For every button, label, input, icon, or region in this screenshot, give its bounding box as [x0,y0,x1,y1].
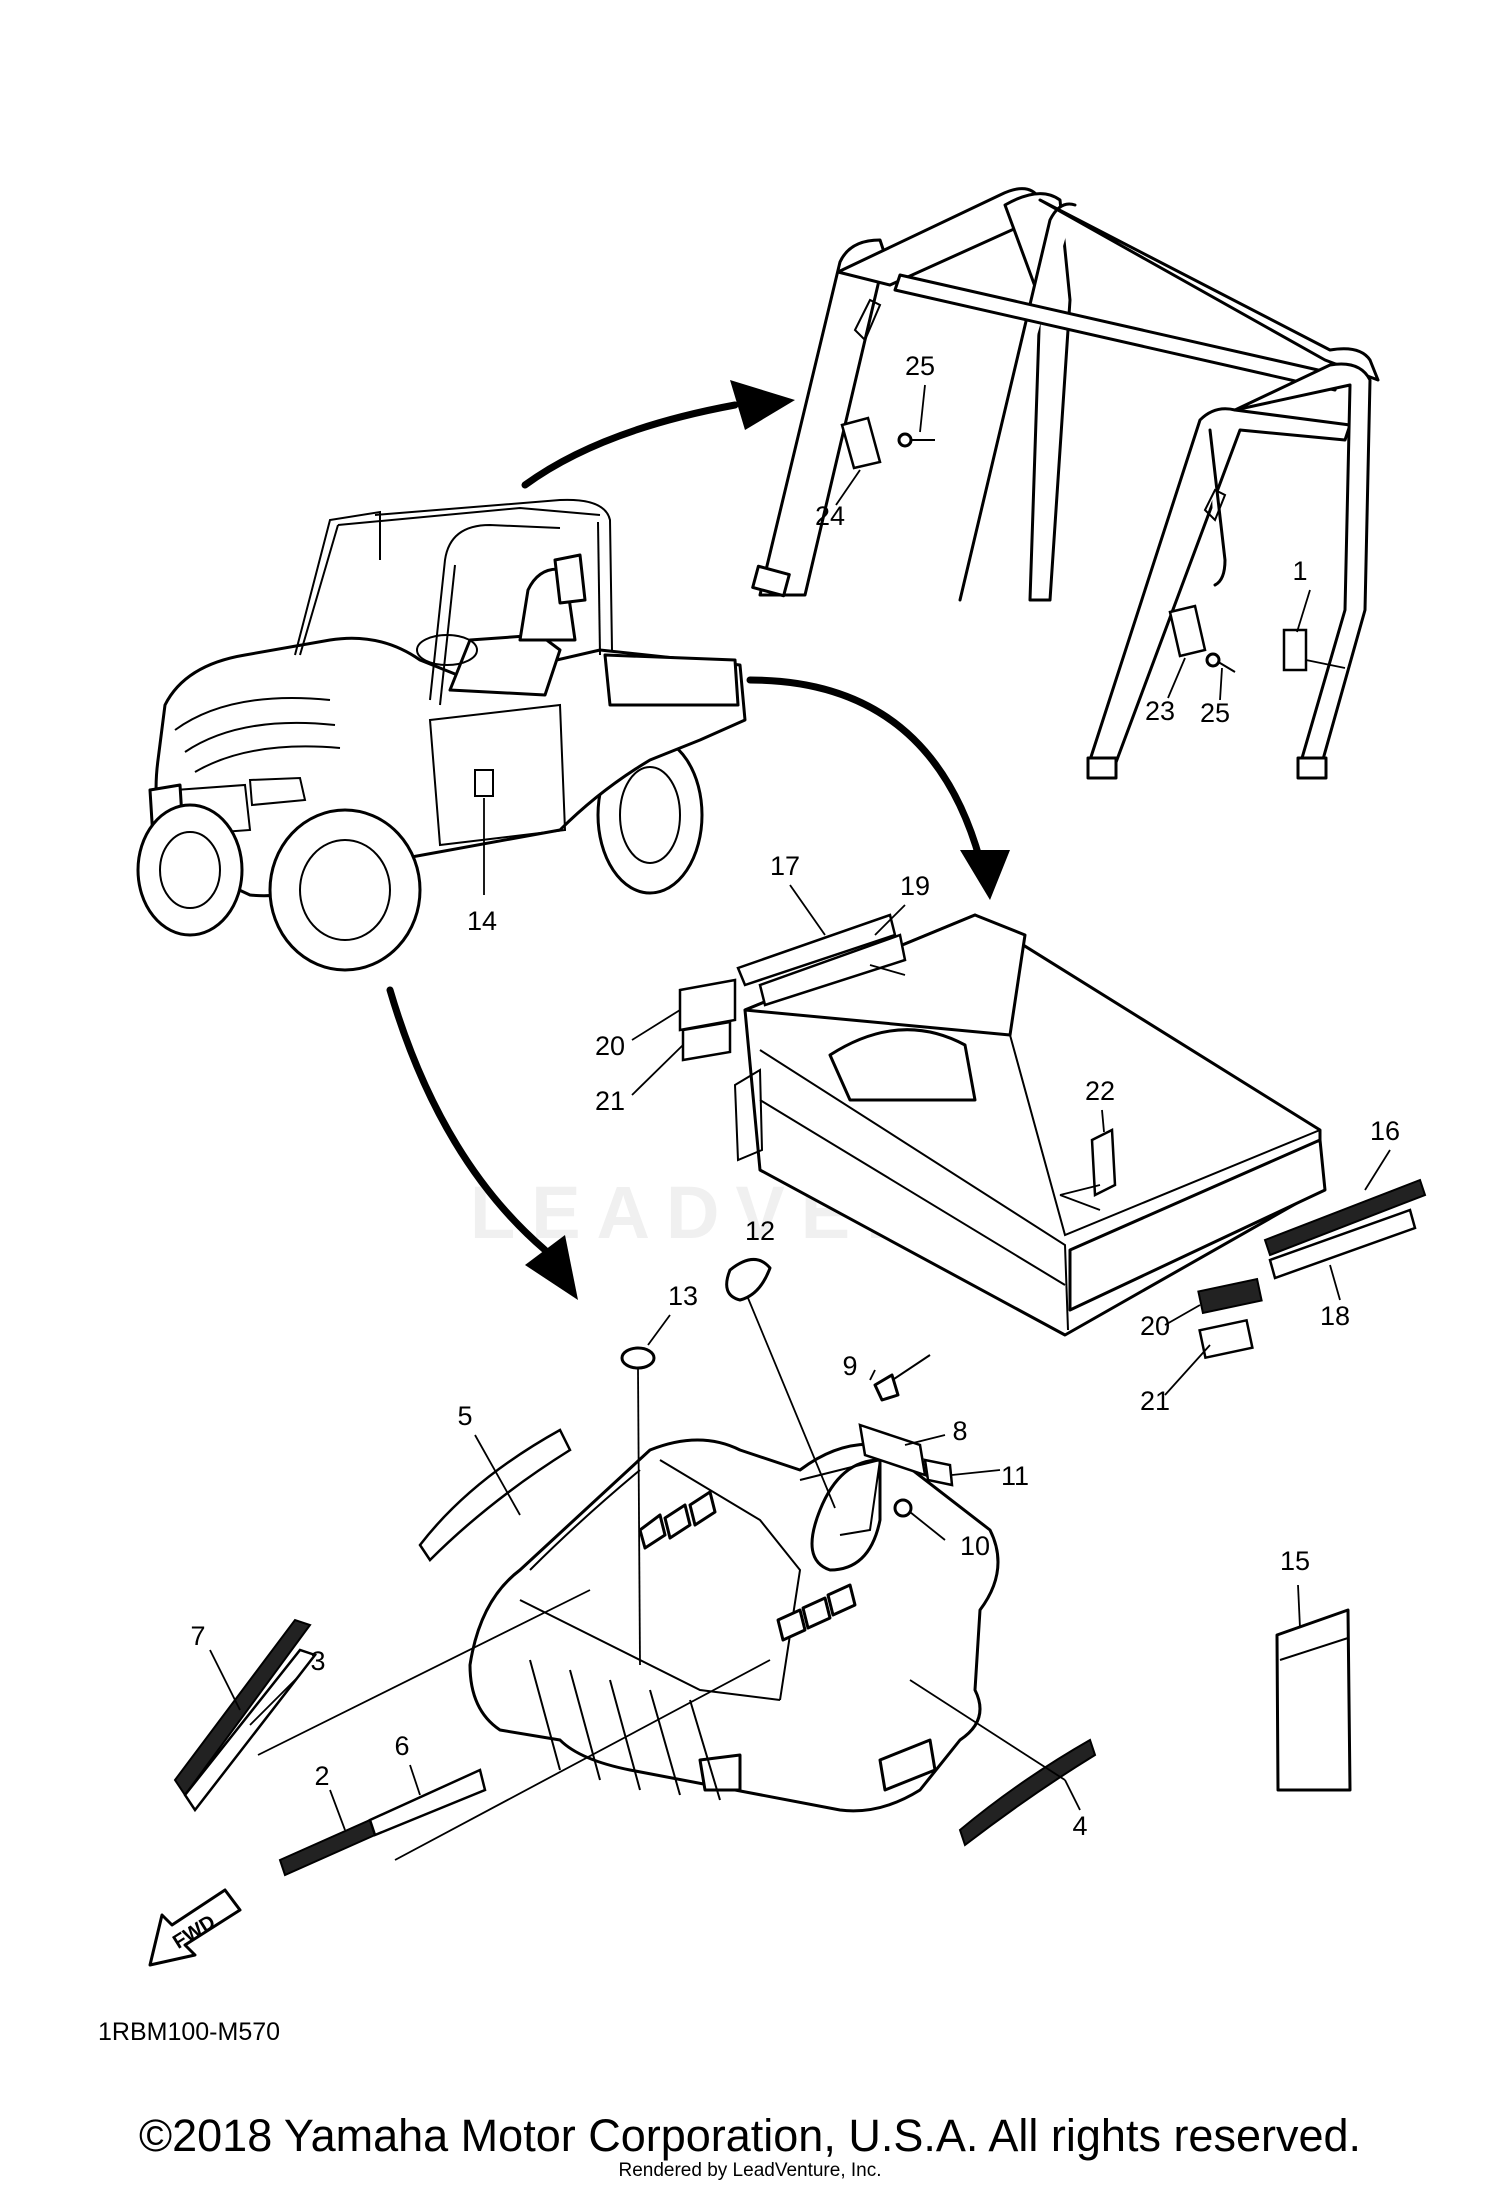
callout-1: 1 [1292,556,1307,586]
callout-4: 4 [1072,1811,1087,1841]
callout-22: 22 [1085,1076,1115,1106]
callout-20: 20 [595,1031,625,1061]
callout-23: 23 [1145,696,1175,726]
callout-8: 8 [952,1416,967,1446]
callout-11: 11 [1001,1461,1029,1491]
callout-25: 25 [1200,698,1230,728]
callout-18: 18 [1320,1301,1350,1331]
callout-16: 16 [1370,1116,1400,1146]
callout-19: 19 [900,871,930,901]
curved-arrow-icon [746,676,1010,900]
copyright-notice: ©2018 Yamaha Motor Corporation, U.S.A. A… [138,2110,1362,2161]
diagram-code: 1RBM100-M570 [98,2018,281,2046]
roll-cage [751,187,1380,780]
curved-arrow-icon [386,986,578,1300]
curved-arrow-icon [521,380,795,489]
callout-21: 21 [1140,1386,1170,1416]
cargo-bed [631,884,1427,1396]
callout-12: 12 [745,1216,775,1246]
callout-6: 6 [394,1731,409,1761]
callout-3: 3 [310,1646,325,1676]
callout-17: 17 [770,851,800,881]
callout-15: 15 [1280,1546,1310,1576]
callout-7: 7 [190,1621,205,1651]
callout-21: 21 [595,1086,625,1116]
callout-25: 25 [905,351,935,381]
callout-14: 14 [467,906,497,936]
callout-20: 20 [1140,1311,1170,1341]
callout-10: 10 [960,1531,990,1561]
callout-5: 5 [457,1401,472,1431]
front-cowl [173,1258,1352,1877]
rendered-by-note: Rendered by LeadVenture, Inc. [618,2160,882,2181]
fwd-arrow-icon: FWD [148,1888,242,1967]
callout-9: 9 [842,1351,857,1381]
callout-2: 2 [314,1761,329,1791]
callout-24: 24 [815,501,845,531]
callout-13: 13 [668,1281,698,1311]
vehicle-overview [136,498,747,972]
